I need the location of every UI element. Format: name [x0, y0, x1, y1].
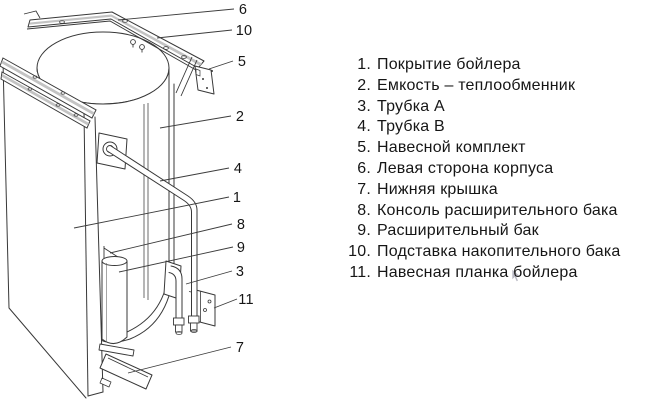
tray-foot [99, 377, 112, 388]
legend-item-number: 9. [357, 222, 371, 240]
legend-item-label: Консоль расширительного бака [377, 201, 618, 219]
legend-item-number: 3. [357, 97, 371, 115]
legend-item: 5. Навесной комплект [345, 138, 645, 159]
legend-item: 2. Емкость – теплообменник [345, 76, 645, 97]
legend-item-number: 7. [357, 180, 371, 198]
expansion-tank [101, 256, 128, 344]
mounting-frame [0, 10, 205, 129]
callout-number: 6 [239, 2, 247, 18]
legend-item-label: Подставка накопительного бака [377, 243, 621, 261]
legend-item-label: Емкость – теплообменник [377, 76, 576, 94]
legend-item: 11. Навесная планка бойлера [345, 263, 645, 284]
legend-item-number: 10. [348, 243, 371, 261]
legend-item: 6. Левая сторона корпуса [345, 159, 645, 180]
legend-item: 1. Покрытие бойлера [345, 55, 645, 76]
legend-item-label: Навесной комплект [377, 139, 526, 157]
callout-number: 1 [233, 190, 241, 206]
callout-number: 4 [234, 161, 242, 177]
legend-item-number: 6. [357, 159, 371, 177]
legend-item-number: 11. [349, 263, 371, 281]
legend-item-number: 4. [357, 118, 371, 136]
legend-item-number: 5. [357, 139, 371, 157]
parts-legend: 1. Покрытие бойлера 2. Емкость – теплооб… [345, 55, 645, 284]
legend-item-number: 2. [357, 76, 371, 94]
callout-number: 10 [236, 23, 253, 39]
mounting-plate [194, 65, 215, 95]
callout-number: 8 [237, 217, 245, 233]
callout-number: 7 [236, 340, 244, 356]
legend-item: 8. Консоль расширительного бака [345, 201, 645, 222]
rail-bolts [130, 39, 145, 53]
tank-support-bar [98, 343, 135, 357]
legend-item: 3. Трубка A [345, 97, 645, 118]
leader-lines [73, 8, 238, 374]
legend-item-number: 8. [357, 201, 371, 219]
callout-number: 3 [236, 264, 244, 280]
mouse-cursor [511, 268, 521, 283]
callout-numbers: 6 10 5 2 4 1 8 9 3 11 7 [233, 2, 254, 356]
legend-item-label: Нижняя крышка [377, 180, 498, 198]
tube-b [107, 145, 200, 333]
callout-number: 2 [236, 109, 244, 125]
callout-number: 9 [237, 240, 245, 256]
legend-item-label: Покрытие бойлера [377, 56, 521, 73]
frame-right-edge [175, 56, 198, 97]
legend-item-number: 1. [357, 56, 371, 73]
callout-number: 5 [238, 54, 246, 70]
legend-item-label: Расширительный бак [377, 222, 539, 240]
tube-a [163, 260, 185, 335]
bottom-tray [98, 343, 153, 390]
legend-item: 10. Подставка накопительного бака [345, 242, 645, 263]
callout-number: 11 [238, 292, 253, 308]
legend-item: 4. Трубка B [345, 117, 645, 138]
legend-item: 7. Нижняя крышка [345, 180, 645, 201]
legend-item-label: Трубка B [377, 118, 445, 136]
legend-item-label: Навесная планка бойлера [377, 263, 578, 281]
legend-item: 9. Расширительный бак [345, 221, 645, 242]
legend-item-label: Трубка A [377, 97, 445, 115]
legend-item-label: Левая сторона корпуса [377, 159, 554, 177]
